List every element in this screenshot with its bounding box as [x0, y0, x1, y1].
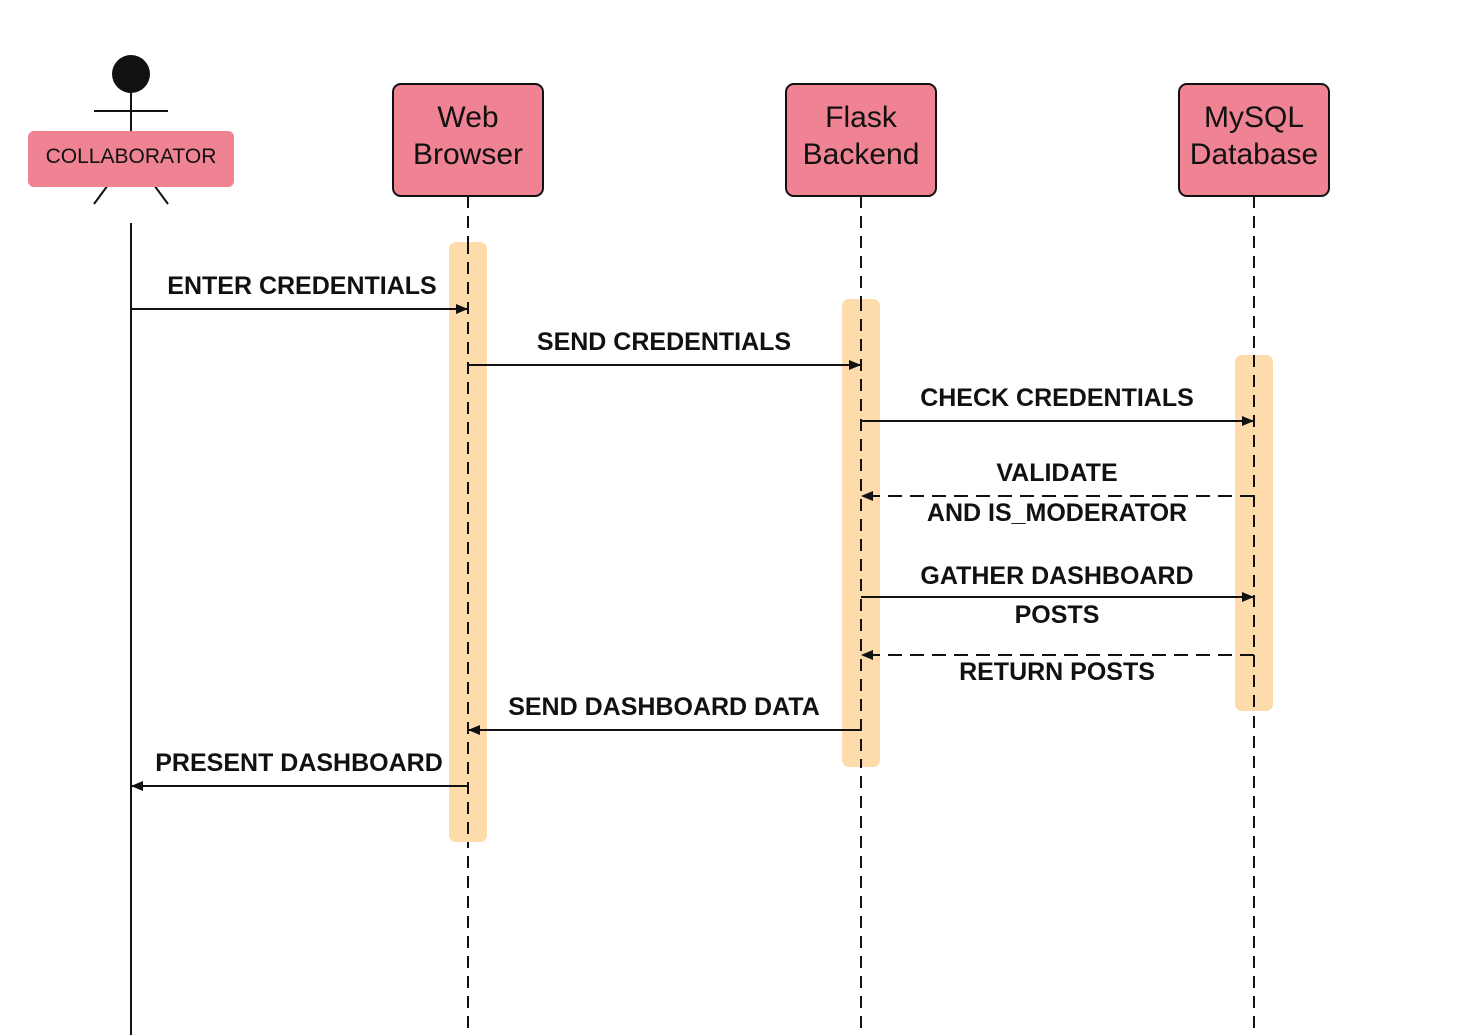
database-activation-bar: [1235, 355, 1273, 711]
message-label-line2: POSTS: [1015, 601, 1100, 629]
message-enter-credentials: ENTER CREDENTIALS: [131, 272, 468, 314]
actor-label-box: [28, 131, 234, 187]
participant-flask-backend: Flask Backend: [785, 83, 937, 197]
participant-label-line2: Database: [1190, 138, 1318, 171]
message-send-dashboard-data: SEND DASHBOARD DATA: [468, 693, 861, 735]
actor-label: COLLABORATOR: [46, 145, 217, 168]
message-validate-reply: VALIDATE AND IS_MODERATOR: [861, 459, 1254, 527]
message-label: ENTER CREDENTIALS: [167, 272, 436, 300]
message-check-credentials: CHECK CREDENTIALS: [861, 384, 1254, 426]
message-return-posts: RETURN POSTS: [861, 650, 1254, 686]
message-label: RETURN POSTS: [959, 658, 1155, 686]
stick-figure-icon: [93, 55, 169, 205]
message-label: SEND CREDENTIALS: [537, 328, 791, 356]
participant-label-line1: Web: [437, 101, 498, 134]
participant-mysql-database: MySQL Database: [1178, 83, 1330, 197]
message-gather-dashboard-posts: GATHER DASHBOARD POSTS: [861, 562, 1254, 629]
participant-label-line1: Flask: [825, 101, 898, 134]
participant-label-line2: Backend: [803, 138, 920, 171]
message-label: CHECK CREDENTIALS: [920, 384, 1194, 412]
participant-web-browser: Web Browser: [392, 83, 544, 197]
message-label: PRESENT DASHBOARD: [155, 749, 443, 777]
message-label-line2: AND IS_MODERATOR: [927, 499, 1187, 527]
message-label-line1: GATHER DASHBOARD: [920, 562, 1193, 590]
participant-label-line2: Browser: [413, 138, 523, 171]
message-label: SEND DASHBOARD DATA: [508, 693, 820, 721]
participant-label-line1: MySQL: [1204, 101, 1304, 134]
message-label-line1: VALIDATE: [996, 459, 1117, 487]
message-present-dashboard: PRESENT DASHBOARD: [131, 749, 468, 791]
message-send-credentials: SEND CREDENTIALS: [468, 328, 861, 370]
